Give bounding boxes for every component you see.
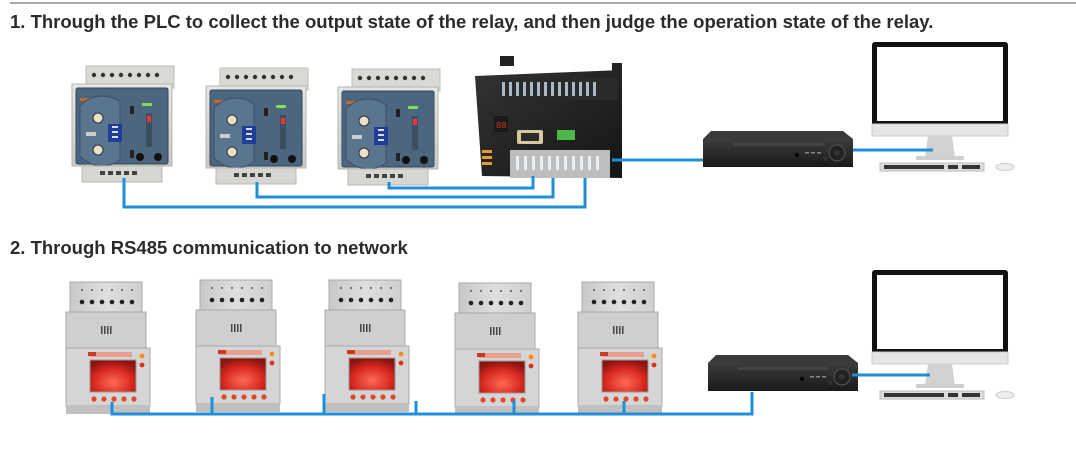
wire-relay3-plc	[387, 176, 535, 190]
nvr-device-1	[702, 130, 854, 168]
section2-heading: 2. Through RS485 communication to networ…	[10, 237, 408, 258]
rs485-bus	[110, 392, 754, 416]
monitor-device-5	[577, 281, 663, 415]
plc-device: 88	[475, 56, 622, 178]
monitor-device-1	[65, 281, 151, 415]
monitor-device-3	[324, 279, 410, 413]
top-divider	[10, 2, 1076, 4]
wire-relay1-plc	[122, 178, 587, 209]
computer-2	[871, 269, 1015, 400]
relay-device-2	[205, 67, 309, 185]
svg-text:88: 88	[496, 121, 507, 131]
monitor-device-4	[454, 282, 540, 416]
computer-1	[871, 41, 1015, 172]
nvr-device-2	[707, 354, 859, 392]
relay-device-3	[337, 68, 441, 186]
monitor-device-2	[195, 279, 281, 413]
relay-device-1	[71, 65, 175, 183]
wire-relay2-plc	[255, 178, 555, 199]
section1-heading: 1. Through the PLC to collect the output…	[10, 11, 934, 32]
